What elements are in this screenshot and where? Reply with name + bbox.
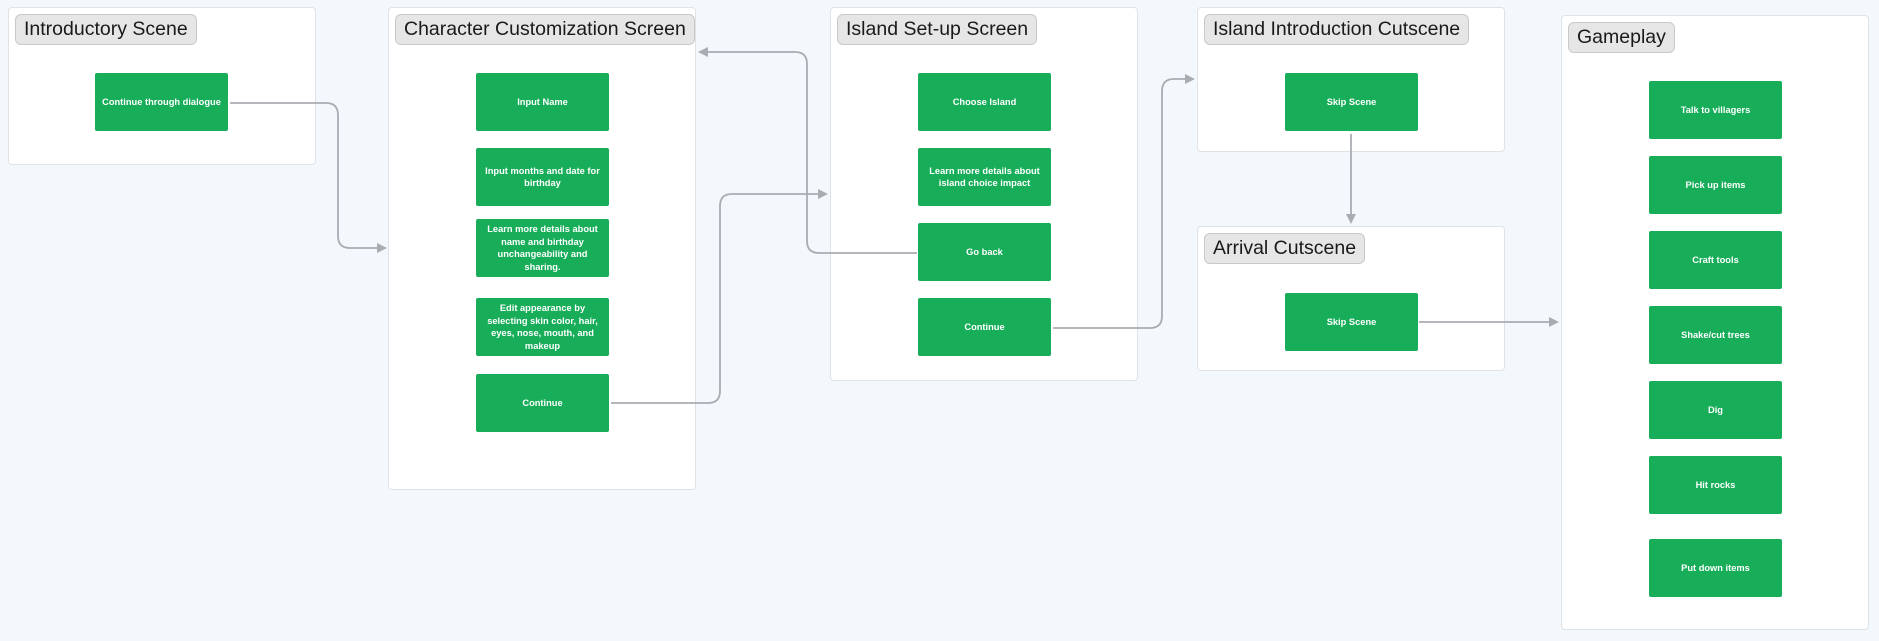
talk-to-villagers-node[interactable]: Talk to villagers [1649, 81, 1782, 139]
section-introductory-scene: Introductory Scene [8, 7, 316, 165]
put-down-items-node[interactable]: Put down items [1649, 539, 1782, 597]
choose-island-node[interactable]: Choose Island [918, 73, 1051, 131]
shake-cut-trees-node[interactable]: Shake/cut trees [1649, 306, 1782, 364]
dig-node[interactable]: Dig [1649, 381, 1782, 439]
birthday-input-node[interactable]: Input months and date for birthday [476, 148, 609, 206]
section-title-island-setup: Island Set-up Screen [837, 14, 1038, 45]
learn-more-island-node[interactable]: Learn more details about island choice i… [918, 148, 1051, 206]
go-back-node[interactable]: Go back [918, 223, 1051, 281]
section-title-island-introduction-cutscene: Island Introduction Cutscene [1204, 14, 1470, 45]
continue-through-dialogue-node[interactable]: Continue through dialogue [95, 73, 228, 131]
hit-rocks-node[interactable]: Hit rocks [1649, 456, 1782, 514]
input-name-node[interactable]: Input Name [476, 73, 609, 131]
character-continue-node[interactable]: Continue [476, 374, 609, 432]
island-setup-continue-node[interactable]: Continue [918, 298, 1051, 356]
section-title-introductory-scene: Introductory Scene [15, 14, 197, 45]
craft-tools-node[interactable]: Craft tools [1649, 231, 1782, 289]
section-title-arrival-cutscene: Arrival Cutscene [1204, 233, 1366, 264]
pick-up-items-node[interactable]: Pick up items [1649, 156, 1782, 214]
learn-more-name-birthday-node[interactable]: Learn more details about name and birthd… [476, 219, 609, 277]
skip-scene-island-intro-node[interactable]: Skip Scene [1285, 73, 1418, 131]
skip-scene-arrival-node[interactable]: Skip Scene [1285, 293, 1418, 351]
edit-appearance-node[interactable]: Edit appearance by selecting skin color,… [476, 298, 609, 356]
section-title-gameplay: Gameplay [1568, 22, 1675, 53]
section-title-character-customization: Character Customization Screen [395, 14, 695, 45]
